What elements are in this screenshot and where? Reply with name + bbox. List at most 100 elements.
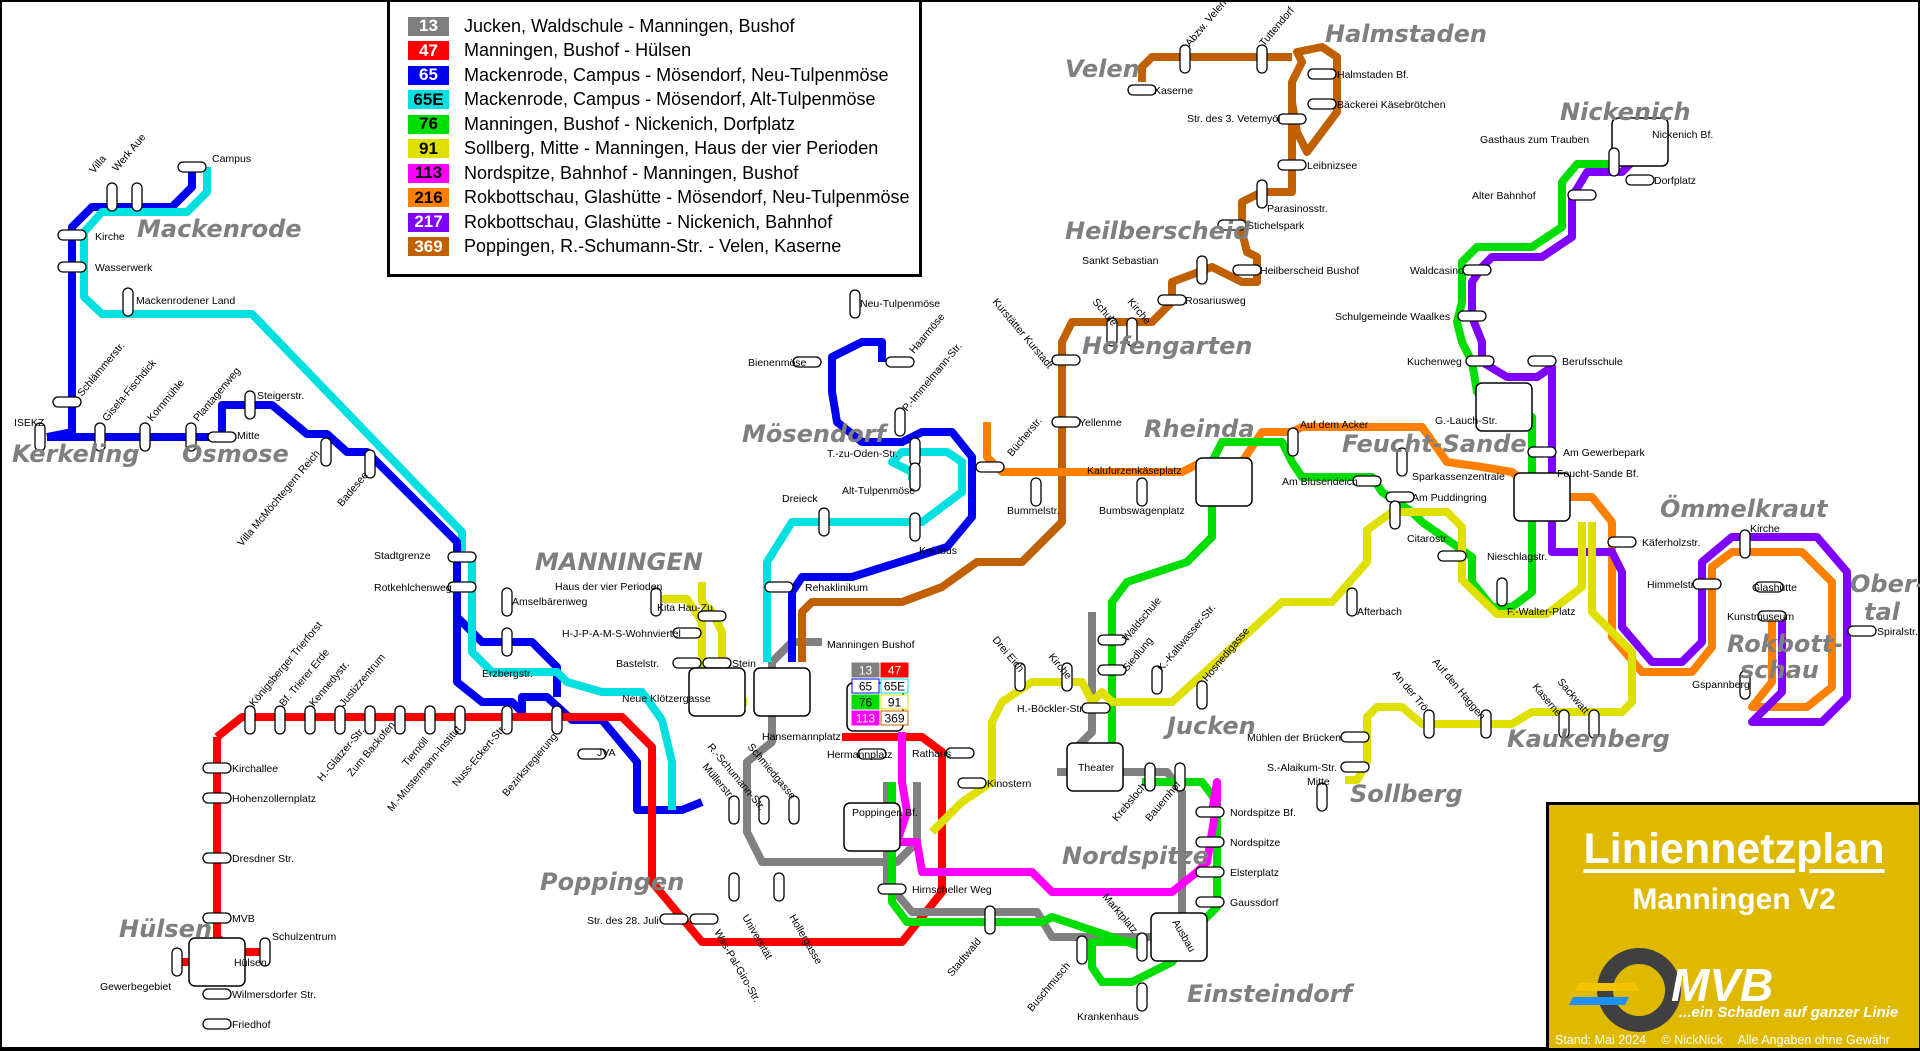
stop-tuttendorf[interactable] [1256, 44, 1268, 74]
stop-villa_mc[interactable] [320, 437, 332, 467]
stop-berufsschule[interactable] [1527, 355, 1557, 367]
stop-citaro[interactable] [1389, 500, 1401, 530]
hub-neue_kloetzer[interactable] [688, 667, 746, 717]
stop-rosarius[interactable] [1157, 294, 1187, 306]
stop-mvb[interactable] [202, 912, 232, 924]
stop-krankenhaus[interactable] [1136, 982, 1148, 1012]
stop-werk_aue[interactable] [131, 182, 143, 212]
stop-backofen[interactable] [394, 705, 406, 735]
stop-schlaemmer[interactable] [52, 396, 82, 408]
stop-krebsloch[interactable] [1144, 762, 1156, 792]
stop-bf_trierer[interactable] [274, 705, 286, 735]
stop-leibniz[interactable] [1277, 159, 1307, 171]
stop-gewerbepark[interactable] [1527, 446, 1557, 458]
stop-amselbaeren[interactable] [501, 587, 513, 617]
stop-acker[interactable] [1287, 427, 1299, 457]
stop-badesee[interactable] [364, 449, 376, 479]
stop-kaeferholz[interactable] [1607, 536, 1637, 548]
stop-tiernoell[interactable] [424, 705, 436, 735]
stop-tzuoden[interactable] [909, 437, 921, 467]
stop-stichels[interactable] [1217, 219, 1247, 231]
stop-bummel[interactable] [1030, 477, 1042, 507]
stop-erzberg[interactable] [501, 627, 513, 657]
stop-vetemyoel[interactable] [1277, 113, 1307, 125]
stop-hohenzollern[interactable] [202, 792, 232, 804]
stop-universitaet[interactable] [728, 872, 740, 902]
stop-alaikum[interactable] [1340, 761, 1370, 773]
stop-hosnedig[interactable] [1196, 680, 1208, 710]
stop-kirchallee[interactable] [202, 762, 232, 774]
stop-haarmoese[interactable] [885, 356, 915, 368]
stop-bienen[interactable] [792, 356, 822, 368]
stop-waalkes[interactable] [1457, 310, 1487, 322]
stop-mitte_soll[interactable] [1316, 782, 1328, 812]
stop-buschmusch[interactable] [1076, 935, 1088, 965]
stop-waldschule[interactable] [1097, 634, 1127, 646]
stop-gaussdorf[interactable] [1195, 896, 1225, 908]
stop-bauernhof[interactable] [1174, 762, 1186, 792]
stop-buecher[interactable] [975, 461, 1005, 473]
stop-dorfplatz[interactable] [1625, 174, 1655, 186]
hub-huelsen[interactable] [188, 937, 246, 987]
stop-mustermann[interactable] [454, 705, 466, 735]
hub-hansemann[interactable] [753, 667, 811, 717]
stop-koenigsberger[interactable] [244, 705, 256, 735]
stop-drei_eich[interactable] [1014, 662, 1026, 692]
hub-poppingen_bf[interactable] [843, 802, 901, 852]
stop-halm_bf[interactable] [1307, 68, 1337, 80]
hub-kaluf[interactable] [1195, 457, 1253, 507]
stop-hjpams[interactable] [672, 627, 702, 639]
stop-rehaklinikum[interactable] [764, 581, 794, 593]
stop-wasgiro[interactable] [689, 913, 719, 925]
stop-gspannberg[interactable] [1739, 670, 1751, 700]
stop-sebastian[interactable] [1196, 255, 1208, 285]
stop-schulzentrum[interactable] [259, 937, 271, 967]
stop-rotkehlchen[interactable] [447, 581, 477, 593]
stop-alt_tulpen[interactable] [909, 462, 921, 492]
stop-schule_hof[interactable] [1106, 317, 1118, 347]
stop-walter[interactable] [1496, 577, 1508, 607]
stop-rathaus[interactable] [945, 747, 975, 759]
stop-friedhof[interactable] [202, 1018, 232, 1030]
stop-glashuette[interactable] [1754, 581, 1784, 593]
stop-nieschlag[interactable] [1437, 550, 1467, 562]
stop-mack_land[interactable] [122, 287, 134, 317]
stop-stadtwald[interactable] [984, 905, 996, 935]
stop-str28[interactable] [659, 913, 689, 925]
stop-kunstmuseum[interactable] [1757, 610, 1787, 622]
stop-kinostern[interactable] [957, 777, 987, 789]
stop-nordspitze[interactable] [1195, 836, 1225, 848]
hub-lauch[interactable] [1475, 382, 1533, 432]
stop-immelmann[interactable] [894, 407, 906, 437]
stop-alter_bf[interactable] [1567, 189, 1597, 201]
stop-kuchenweg[interactable] [1465, 355, 1495, 367]
stop-schumann[interactable] [758, 795, 770, 825]
stop-waldcasino[interactable] [1462, 264, 1492, 276]
stop-justiz[interactable] [334, 705, 346, 735]
stop-sackwatt[interactable] [1588, 709, 1600, 739]
stop-schmied[interactable] [788, 795, 800, 825]
stop-glatzer[interactable] [364, 705, 376, 735]
stop-himmel[interactable] [1692, 578, 1722, 590]
stop-steiger[interactable] [244, 390, 256, 420]
stop-kirche_juck[interactable] [1061, 662, 1073, 692]
stop-dresdner[interactable] [202, 852, 232, 864]
stop-haus_vier[interactable] [650, 587, 662, 617]
stop-bezirk[interactable] [551, 705, 563, 735]
stop-campus[interactable] [177, 161, 207, 173]
hub-feucht_bf[interactable] [1513, 472, 1571, 522]
stop-parasinos[interactable] [1256, 179, 1268, 209]
stop-mueller[interactable] [728, 795, 740, 825]
stop-spiral[interactable] [1847, 625, 1877, 637]
stop-afterbach[interactable] [1346, 587, 1358, 617]
stop-bastel[interactable] [672, 657, 702, 669]
stop-plantagenweg[interactable] [185, 422, 197, 452]
stop-pudding[interactable] [1385, 491, 1415, 503]
stop-villa[interactable] [106, 182, 118, 212]
stop-sparkasse[interactable] [1396, 447, 1408, 477]
stop-hermann[interactable] [857, 748, 887, 760]
stop-kennedy[interactable] [304, 705, 316, 735]
stop-neu_tulpen[interactable] [849, 289, 861, 319]
stop-kaserne_velen[interactable] [1127, 84, 1157, 96]
stop-gasthaus[interactable] [1608, 147, 1620, 177]
